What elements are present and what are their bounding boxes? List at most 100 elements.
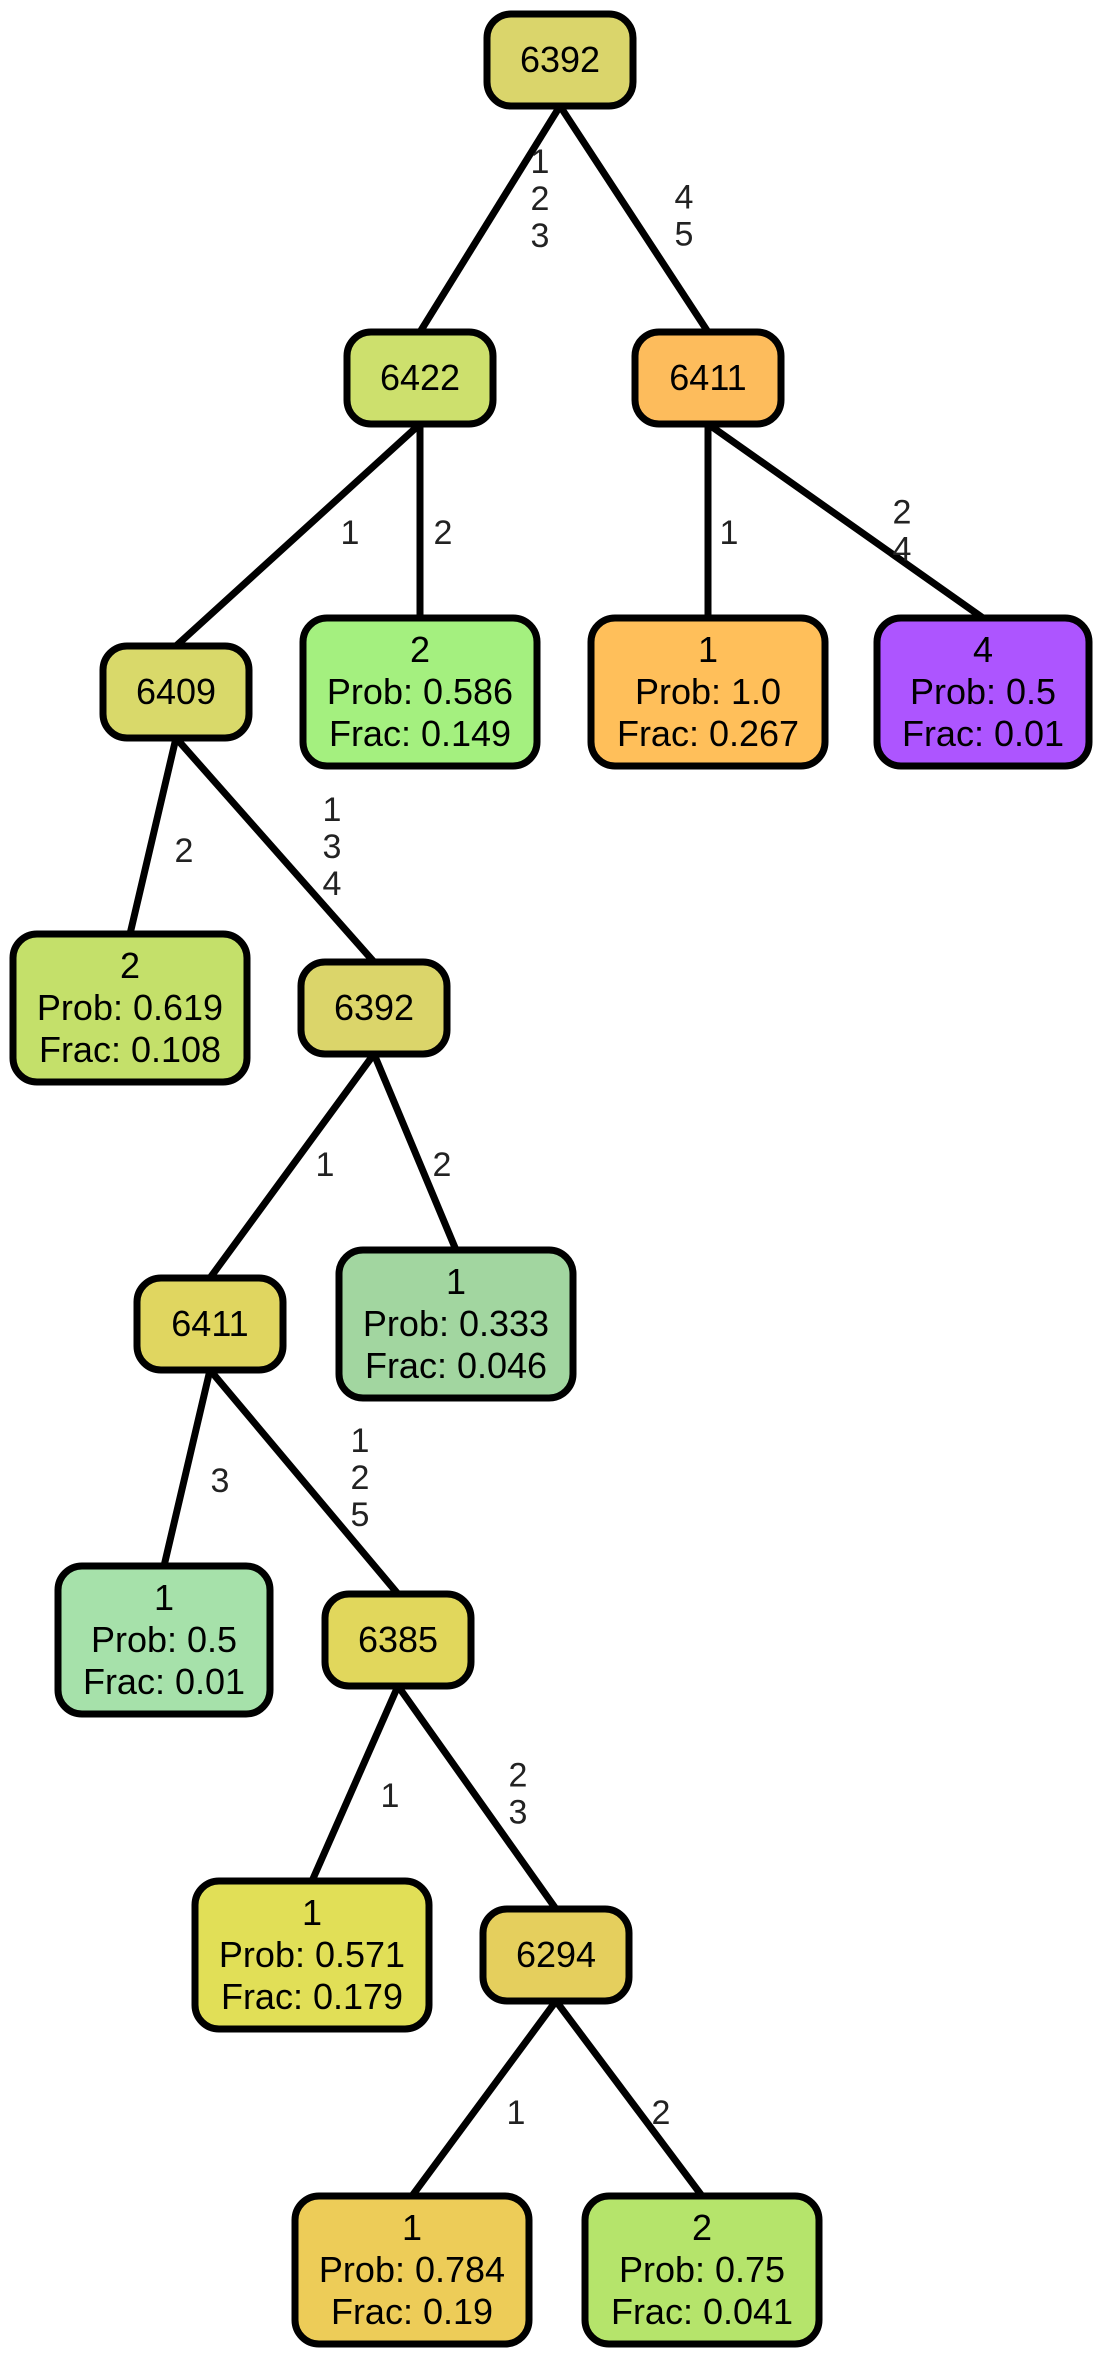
- node-label-line: Prob: 0.5: [910, 671, 1056, 712]
- tree-edge-e14: [409, 1998, 559, 2199]
- node-label-line: Frac: 0.01: [83, 1661, 245, 1702]
- tree-edge-e10: [160, 1369, 214, 1567]
- split-node: 6392: [483, 10, 637, 110]
- split-node: 6411: [631, 328, 785, 428]
- edge-label-line: 5: [675, 216, 694, 254]
- node-box: [297, 958, 451, 1058]
- edge-label-line: 1: [316, 1146, 335, 1184]
- edge-label-line: 1: [351, 1422, 370, 1460]
- node-label-line: Frac: 0.267: [617, 713, 799, 754]
- node-box: [343, 328, 497, 428]
- node-label-line: Frac: 0.046: [365, 1345, 547, 1386]
- node-label-line: 4: [973, 629, 993, 670]
- node-box: [581, 2192, 823, 2348]
- edge-label-line: 2: [434, 514, 453, 552]
- node-label-line: Prob: 0.571: [219, 1934, 405, 1975]
- node-box: [587, 614, 829, 770]
- node-label: 6409: [136, 671, 216, 712]
- edge-label-line: 4: [893, 531, 912, 569]
- tree-edge-e6: [126, 737, 180, 935]
- node-label-line: Frac: 0.108: [39, 1029, 221, 1070]
- node-box: [321, 1590, 475, 1690]
- node-label-line: 2: [120, 945, 140, 986]
- node-label-line: 6385: [358, 1619, 438, 1660]
- node-box: [479, 1905, 633, 2005]
- node-box: [873, 614, 1093, 770]
- split-node: 6385: [321, 1590, 475, 1690]
- edge-label-line: 3: [211, 1462, 230, 1500]
- tree-edge-e8: [207, 1051, 377, 1281]
- node-label-line: 6411: [669, 357, 746, 398]
- edge-label-line: 1: [323, 791, 342, 829]
- node-label-line: 6392: [334, 987, 414, 1028]
- node-label: 6411: [669, 357, 746, 398]
- edge-label-line: 1: [720, 514, 739, 552]
- node-label: 6385: [358, 1619, 438, 1660]
- edge-label: 3: [211, 1462, 230, 1500]
- edge-label-line: 1: [341, 514, 360, 552]
- tree-edge-e7: [173, 735, 377, 965]
- node-label: 6392: [334, 987, 414, 1028]
- node-label-line: 1: [698, 629, 718, 670]
- edge-label-line: 4: [323, 865, 342, 903]
- tree-edge-e11: [207, 1367, 401, 1597]
- node-label-line: Prob: 0.5: [91, 1619, 237, 1660]
- split-node: 6411: [133, 1274, 287, 1374]
- node-label-line: Prob: 0.75: [619, 2249, 785, 2290]
- edge-label-line: 4: [675, 179, 694, 217]
- node-label-line: Prob: 0.333: [363, 1303, 549, 1344]
- node-label-line: 6392: [520, 39, 600, 80]
- edge-label-line: 2: [433, 1146, 452, 1184]
- node-label-line: Prob: 0.619: [37, 987, 223, 1028]
- tree-edge-e12: [308, 1684, 402, 1883]
- node-label-line: 2: [692, 2207, 712, 2248]
- split-node: 6294: [479, 1905, 633, 2005]
- node-box: [133, 1274, 287, 1374]
- edge-label: 2: [652, 2094, 671, 2132]
- split-node: 6392: [297, 958, 451, 1058]
- edge-label-line: 2: [652, 2094, 671, 2132]
- edge-label: 1: [507, 2094, 526, 2132]
- node-box: [54, 1562, 274, 1718]
- edge-label-line: 1: [531, 143, 550, 181]
- node-label: 6422: [380, 357, 460, 398]
- node-label-line: 1: [446, 1261, 466, 1302]
- node-box: [291, 2192, 533, 2348]
- edge-label-line: 5: [351, 1496, 370, 1534]
- node-box: [631, 328, 785, 428]
- node-box: [299, 614, 541, 770]
- node-label: 6392: [520, 39, 600, 80]
- node-label-line: Frac: 0.041: [611, 2291, 793, 2332]
- node-label-line: Frac: 0.149: [329, 713, 511, 754]
- edge-label: 1: [720, 514, 739, 552]
- tree-edge-e15: [553, 1998, 705, 2199]
- node-box: [335, 1246, 577, 1402]
- edge-label-line: 3: [531, 217, 550, 255]
- node-label-line: Prob: 0.784: [319, 2249, 505, 2290]
- node-label-line: Prob: 1.0: [635, 671, 781, 712]
- split-node: 6422: [343, 328, 497, 428]
- edge-label: 1: [341, 514, 360, 552]
- edge-label-line: 2: [531, 180, 550, 218]
- edge-label: 2: [434, 514, 453, 552]
- node-label-line: 6409: [136, 671, 216, 712]
- edge-label-line: 3: [323, 828, 342, 866]
- node-label-line: 6422: [380, 357, 460, 398]
- node-label-line: 6411: [171, 1303, 248, 1344]
- tree-edge-e5: [705, 421, 986, 621]
